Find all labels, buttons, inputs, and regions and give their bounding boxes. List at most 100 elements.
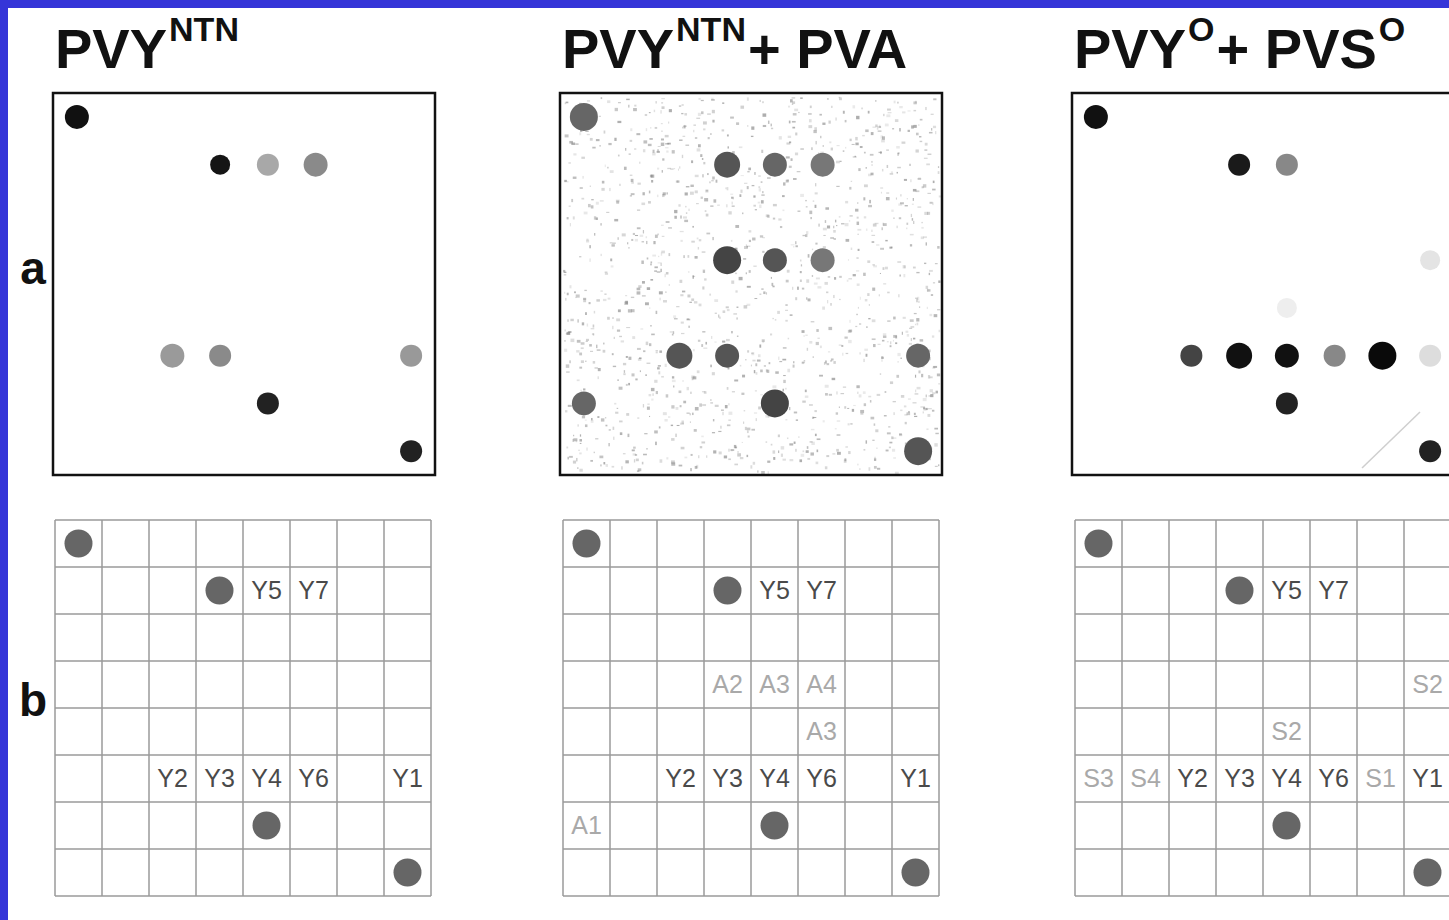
noise-speck: [686, 413, 689, 414]
noise-speck: [716, 180, 718, 183]
noise-speck: [866, 229, 867, 231]
noise-speck: [695, 407, 699, 410]
noise-speck: [798, 437, 800, 438]
blot-frame: [560, 93, 942, 475]
noise-speck: [792, 127, 795, 129]
noise-speck: [657, 195, 658, 197]
noise-speck: [589, 258, 590, 261]
noise-speck: [569, 360, 570, 363]
noise-speck: [885, 391, 887, 392]
noise-speck: [747, 171, 749, 172]
noise-speck: [637, 227, 641, 229]
noise-speck: [646, 128, 647, 131]
noise-speck: [701, 436, 704, 438]
noise-speck: [803, 450, 805, 452]
title-text: PVY: [55, 21, 167, 77]
noise-speck: [680, 294, 683, 296]
noise-speck: [800, 194, 804, 197]
noise-speck: [564, 340, 566, 342]
noise-speck: [617, 379, 619, 380]
noise-speck: [934, 443, 937, 446]
noise-speck: [691, 160, 693, 163]
noise-speck: [654, 380, 657, 383]
noise-speck: [863, 391, 866, 394]
noise-speck: [869, 304, 870, 305]
noise-speck: [845, 446, 848, 447]
noise-speck: [684, 113, 687, 115]
noise-speck: [848, 340, 852, 343]
noise-speck: [596, 217, 598, 220]
noise-speck: [823, 420, 825, 422]
noise-speck: [844, 337, 847, 339]
noise-speck: [630, 195, 632, 196]
noise-speck: [775, 371, 779, 373]
grid-line: [1075, 566, 1449, 568]
noise-speck: [742, 442, 743, 443]
spot-label: A1: [563, 802, 610, 849]
noise-speck: [740, 457, 743, 459]
noise-speck: [754, 172, 756, 175]
noise-speck: [797, 171, 801, 172]
noise-speck: [739, 146, 743, 148]
noise-speck: [823, 228, 827, 231]
noise-speck: [660, 110, 662, 113]
noise-speck: [579, 353, 582, 356]
noise-speck: [844, 406, 846, 409]
noise-speck: [580, 187, 583, 188]
title-text: PVY: [1074, 21, 1186, 77]
noise-speck: [680, 240, 682, 242]
noise-speck: [687, 294, 690, 297]
noise-speck: [580, 443, 582, 444]
noise-speck: [839, 344, 842, 345]
noise-speck: [792, 287, 793, 290]
noise-speck: [815, 192, 818, 194]
noise-speck: [686, 212, 687, 213]
noise-speck: [775, 319, 777, 321]
grid-line: [1403, 520, 1405, 896]
blot-spot: [209, 345, 231, 367]
noise-speck: [759, 205, 761, 208]
noise-speck: [864, 403, 866, 406]
noise-speck: [668, 227, 672, 228]
noise-speck: [616, 318, 620, 321]
noise-speck: [665, 364, 667, 367]
noise-speck: [782, 210, 784, 212]
noise-speck: [566, 102, 569, 104]
blot-spot: [1324, 345, 1346, 367]
noise-speck: [820, 346, 822, 349]
noise-speck: [690, 185, 693, 187]
noise-speck: [830, 237, 834, 238]
noise-speck: [856, 314, 857, 315]
noise-speck: [601, 188, 604, 191]
blot-spot: [400, 345, 422, 367]
noise-speck: [749, 240, 751, 242]
noise-speck: [691, 298, 694, 301]
noise-speck: [576, 458, 577, 461]
noise-speck: [687, 319, 691, 321]
noise-speck: [711, 180, 713, 181]
noise-speck: [741, 175, 744, 176]
noise-speck: [577, 319, 579, 322]
noise-speck: [583, 388, 585, 390]
noise-speck: [868, 318, 870, 319]
noise-speck: [834, 277, 836, 280]
noise-speck: [702, 286, 704, 289]
noise-speck: [727, 134, 729, 136]
noise-speck: [661, 131, 663, 132]
noise-speck: [732, 202, 733, 205]
blot-spot: [904, 437, 932, 465]
noise-speck: [649, 138, 652, 140]
noise-speck: [801, 264, 802, 266]
noise-speck: [747, 186, 749, 189]
noise-speck: [840, 161, 842, 162]
noise-speck: [603, 462, 605, 464]
noise-speck: [893, 317, 895, 320]
noise-speck: [892, 449, 895, 452]
noise-speck: [829, 394, 832, 396]
noise-speck: [692, 226, 694, 228]
noise-speck: [610, 170, 614, 173]
noise-speck: [684, 125, 685, 128]
noise-speck: [608, 143, 611, 145]
noise-speck: [805, 390, 807, 393]
noise-speck: [828, 121, 830, 124]
